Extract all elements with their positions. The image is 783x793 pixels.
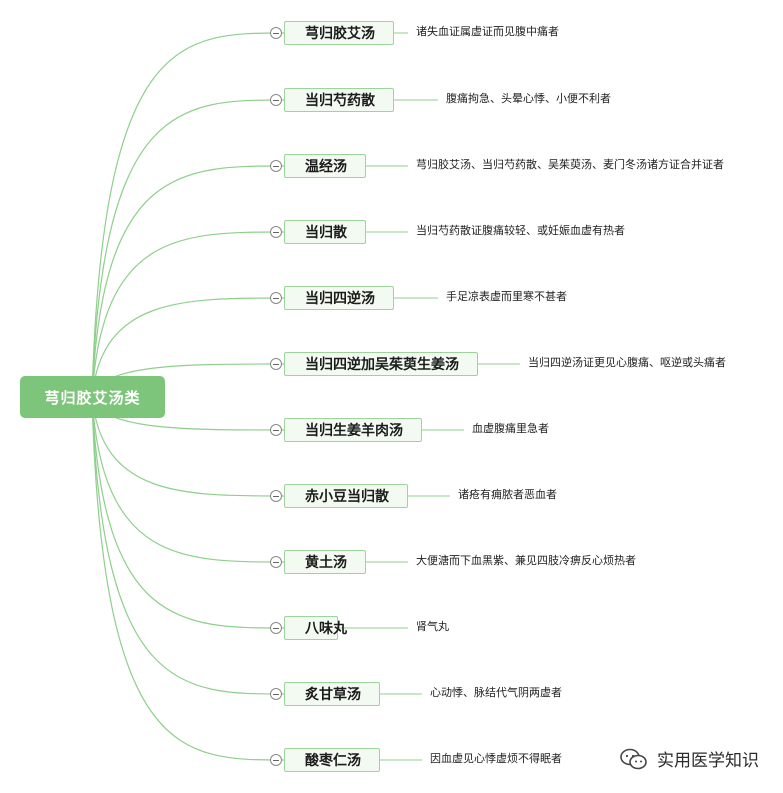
leaf-note[interactable]: 当归芍药散证腹痛较轻、或妊娠血虚有热者 bbox=[416, 224, 625, 237]
leaf-note[interactable]: 芎归胶艾汤、当归芍药散、吴茱萸汤、麦门冬汤诸方证合并证者 bbox=[416, 158, 724, 171]
collapse-toggle-icon[interactable] bbox=[270, 424, 282, 436]
branch-node[interactable]: 当归芍药散 bbox=[284, 88, 394, 112]
leaf-note[interactable]: 当归四逆汤证更见心腹痛、呕逆或头痛者 bbox=[528, 356, 726, 369]
leaf-note[interactable]: 腹痛拘急、头晕心悸、小便不利者 bbox=[446, 92, 611, 105]
branch-connector bbox=[91, 297, 285, 398]
leaf-note[interactable]: 诸疮有痈脓者恶血者 bbox=[458, 488, 557, 501]
branch-label: 八味丸 bbox=[305, 621, 347, 637]
branch-label: 温经汤 bbox=[305, 159, 347, 175]
branch-label: 炙甘草汤 bbox=[305, 687, 361, 703]
wechat-icon bbox=[620, 748, 647, 769]
branch-connector bbox=[91, 396, 285, 695]
leaf-note[interactable]: 诸失血证属虚证而见腹中痛者 bbox=[416, 25, 559, 38]
collapse-toggle-icon[interactable] bbox=[270, 226, 282, 238]
branch-node[interactable]: 当归四逆汤 bbox=[284, 286, 394, 310]
watermark-text: 实用医学知识 bbox=[657, 751, 759, 771]
leaf-note[interactable]: 肾气丸 bbox=[416, 620, 449, 633]
collapse-toggle-icon[interactable] bbox=[270, 27, 282, 39]
collapse-toggle-icon[interactable] bbox=[270, 160, 282, 172]
branch-connector bbox=[91, 99, 285, 398]
branch-label: 芎归胶艾汤 bbox=[305, 26, 375, 42]
leaf-note[interactable]: 血虚腹痛里急者 bbox=[472, 422, 549, 435]
collapse-toggle-icon[interactable] bbox=[270, 358, 282, 370]
branch-connector bbox=[91, 396, 285, 629]
branch-label: 当归生姜羊肉汤 bbox=[305, 423, 403, 439]
branch-label: 酸枣仁汤 bbox=[305, 753, 361, 769]
branch-node[interactable]: 当归散 bbox=[284, 220, 366, 244]
collapse-toggle-icon[interactable] bbox=[270, 622, 282, 634]
branch-connector bbox=[91, 396, 285, 497]
root-label: 芎归胶艾汤类 bbox=[44, 388, 141, 407]
branch-connector bbox=[91, 231, 285, 398]
branch-node[interactable]: 炙甘草汤 bbox=[284, 682, 380, 706]
branch-node[interactable]: 黄土汤 bbox=[284, 550, 366, 574]
branch-label: 赤小豆当归散 bbox=[305, 489, 389, 505]
collapse-toggle-icon[interactable] bbox=[270, 490, 282, 502]
branch-node[interactable]: 温经汤 bbox=[284, 154, 366, 178]
branch-connector bbox=[91, 165, 285, 398]
branch-connector bbox=[91, 32, 285, 398]
collapse-toggle-icon[interactable] bbox=[270, 754, 282, 766]
leaf-note[interactable]: 手足凉表虚而里寒不甚者 bbox=[446, 290, 567, 303]
branch-label: 当归散 bbox=[305, 225, 347, 241]
branch-node[interactable]: 芎归胶艾汤 bbox=[284, 21, 394, 45]
branch-node[interactable]: 当归生姜羊肉汤 bbox=[284, 418, 422, 442]
branch-label: 黄土汤 bbox=[305, 555, 347, 571]
branch-node[interactable]: 赤小豆当归散 bbox=[284, 484, 408, 508]
collapse-toggle-icon[interactable] bbox=[270, 94, 282, 106]
leaf-note[interactable]: 心动悸、脉结代气阴两虚者 bbox=[430, 686, 562, 699]
watermark: 实用医学知识 bbox=[619, 746, 759, 771]
collapse-toggle-icon[interactable] bbox=[270, 292, 282, 304]
collapse-toggle-icon[interactable] bbox=[270, 556, 282, 568]
branch-node[interactable]: 当归四逆加吴茱萸生姜汤 bbox=[284, 352, 478, 376]
leaf-note[interactable]: 因血虚见心悸虚烦不得眠者 bbox=[430, 752, 562, 765]
branch-label: 当归四逆汤 bbox=[305, 291, 375, 307]
leaf-note[interactable]: 大便溏而下血黑紫、兼见四肢冷痹反心烦热者 bbox=[416, 554, 636, 567]
branch-node[interactable]: 酸枣仁汤 bbox=[284, 748, 380, 772]
collapse-toggle-icon[interactable] bbox=[270, 688, 282, 700]
branch-label: 当归芍药散 bbox=[305, 93, 375, 109]
branch-connector bbox=[91, 396, 285, 761]
branch-node[interactable]: 八味丸 bbox=[284, 616, 347, 640]
root-node[interactable]: 芎归胶艾汤类 bbox=[20, 376, 165, 418]
branch-label: 当归四逆加吴茱萸生姜汤 bbox=[305, 357, 459, 373]
branch-connector bbox=[91, 396, 285, 563]
